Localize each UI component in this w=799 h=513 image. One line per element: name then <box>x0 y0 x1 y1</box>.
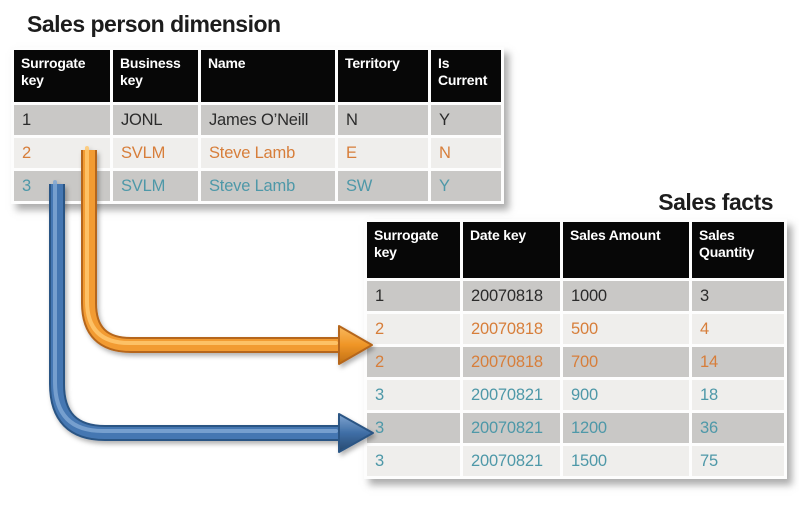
cell: 3 <box>367 413 460 443</box>
cell: 75 <box>692 446 784 476</box>
sales-person-dimension-table: Surrogate key Business key Name Territor… <box>11 47 504 204</box>
table-row: 1 JONL James O’Neill N Y <box>14 105 501 135</box>
dim-col-name: Name <box>201 50 335 102</box>
cell: N <box>338 105 428 135</box>
cell: 1000 <box>563 281 689 311</box>
cell: Steve Lamb <box>201 138 335 168</box>
cell: 700 <box>563 347 689 377</box>
dim-col-business-key: Business key <box>113 50 198 102</box>
cell: 1 <box>14 105 110 135</box>
cell: E <box>338 138 428 168</box>
cell: Y <box>431 171 501 201</box>
cell: 2 <box>14 138 110 168</box>
cell: 900 <box>563 380 689 410</box>
cell: SW <box>338 171 428 201</box>
table-row: 2 20070818 700 14 <box>367 347 784 377</box>
dimension-table-title: Sales person dimension <box>27 11 281 37</box>
cell: 3 <box>692 281 784 311</box>
blue-curved-arrow <box>49 180 374 453</box>
cell: 2 <box>367 347 460 377</box>
cell: 18 <box>692 380 784 410</box>
table-row: 3 20070821 900 18 <box>367 380 784 410</box>
cell: JONL <box>113 105 198 135</box>
facts-col-surrogate-key: Surrogate key <box>367 222 460 278</box>
table-row: 2 20070818 500 4 <box>367 314 784 344</box>
facts-col-sales-quantity: Sales Quantity <box>692 222 784 278</box>
table-row: 3 20070821 1200 36 <box>367 413 784 443</box>
cell: 20070821 <box>463 413 560 443</box>
cell: 36 <box>692 413 784 443</box>
table-row: 2 SVLM Steve Lamb E N <box>14 138 501 168</box>
facts-table-title: Sales facts <box>658 189 773 215</box>
cell: 20070818 <box>463 347 560 377</box>
cell: 2 <box>367 314 460 344</box>
cell: James O’Neill <box>201 105 335 135</box>
cell: 3 <box>367 380 460 410</box>
facts-col-date-key: Date key <box>463 222 560 278</box>
cell: 500 <box>563 314 689 344</box>
sales-facts-table: Surrogate key Date key Sales Amount Sale… <box>364 219 787 479</box>
cell: 20070818 <box>463 314 560 344</box>
facts-header-row: Surrogate key Date key Sales Amount Sale… <box>367 222 784 278</box>
table-row: 3 20070821 1500 75 <box>367 446 784 476</box>
cell: N <box>431 138 501 168</box>
cell: 20070821 <box>463 380 560 410</box>
cell: Steve Lamb <box>201 171 335 201</box>
cell: 14 <box>692 347 784 377</box>
facts-col-sales-amount: Sales Amount <box>563 222 689 278</box>
dim-col-territory: Territory <box>338 50 428 102</box>
cell: 1 <box>367 281 460 311</box>
table-row: 3 SVLM Steve Lamb SW Y <box>14 171 501 201</box>
table-row: 1 20070818 1000 3 <box>367 281 784 311</box>
cell: 3 <box>14 171 110 201</box>
cell: Y <box>431 105 501 135</box>
cell: 1500 <box>563 446 689 476</box>
dimension-header-row: Surrogate key Business key Name Territor… <box>14 50 501 102</box>
cell: 20070821 <box>463 446 560 476</box>
cell: 4 <box>692 314 784 344</box>
cell: 1200 <box>563 413 689 443</box>
cell: 3 <box>367 446 460 476</box>
cell: SVLM <box>113 171 198 201</box>
dim-col-is-current: Is Current <box>431 50 501 102</box>
dim-col-surrogate-key: Surrogate key <box>14 50 110 102</box>
cell: SVLM <box>113 138 198 168</box>
cell: 20070818 <box>463 281 560 311</box>
